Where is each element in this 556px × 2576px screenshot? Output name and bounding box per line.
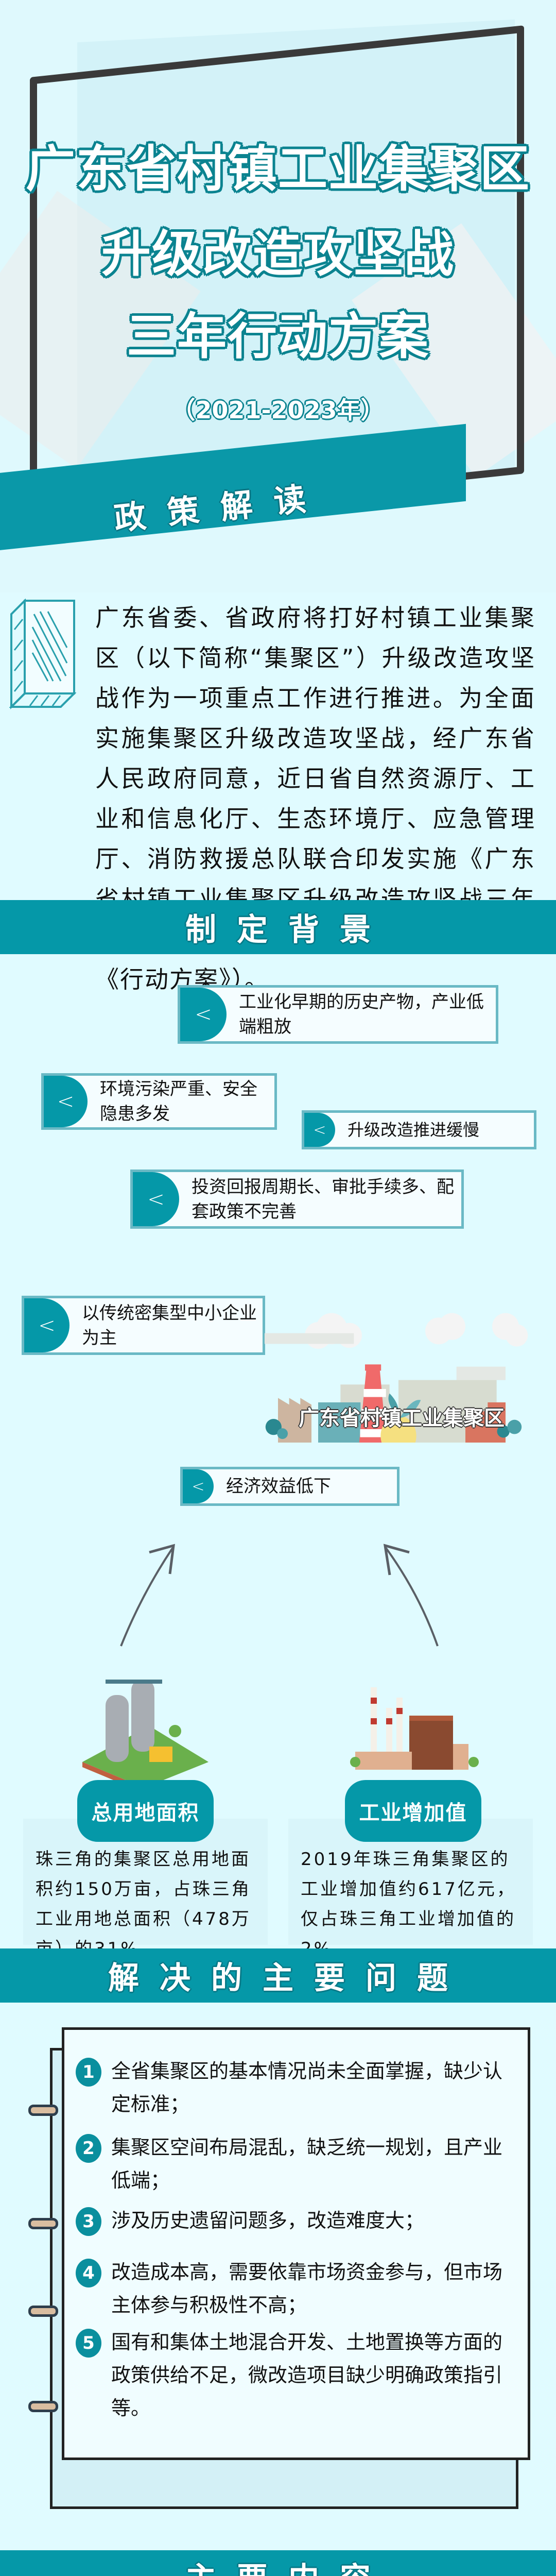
callout-card: < 经济效益低下 <box>180 1467 399 1506</box>
callout-text: 投资回报周期长、审批手续多、配套政策不完善 <box>192 1176 454 1222</box>
chevron-left-icon: < <box>304 1113 335 1147</box>
callout-card: < 环境污染严重、安全隐患多发 <box>41 1073 277 1130</box>
callout-text: 环境污染严重、安全隐患多发 <box>100 1079 257 1124</box>
problem-text: 改造成本高，需要依靠市场资金参与，但市场主体参与积极性不高； <box>111 2261 503 2316</box>
number-badge: 3 <box>76 2207 101 2236</box>
chevron-left-icon: < <box>44 1076 88 1127</box>
callout-card: < 以传统密集型中小企业为主 <box>22 1296 265 1355</box>
page-subtitle-years: （2021-2023年） <box>171 396 385 424</box>
section-title: 主要内容 <box>165 2554 391 2576</box>
callout-card: < 工业化早期的历史产物，产业低端粗放 <box>178 985 498 1044</box>
page-title-line-3: 三年行动方案 <box>127 308 429 365</box>
silo-factory-icon <box>82 1680 208 1783</box>
binder-ring-icon <box>28 2105 58 2116</box>
card-label-industry: 工业增加值 <box>345 1780 481 1842</box>
callout-text: 以传统密集型中小企业为主 <box>82 1302 257 1348</box>
binder-ring-icon <box>28 2401 58 2412</box>
problem-item: 2 集聚区空间布局混乱，缺乏统一规划，且产业低端； <box>76 2131 510 2197</box>
number-badge: 1 <box>76 2058 101 2087</box>
document-stack-icon <box>9 599 76 709</box>
page-title-line-1: 广东省村镇工业集聚区 <box>26 140 530 198</box>
problem-item: 5 国有和集体土地混合开发、土地置换等方面的政策供给不足，微改造项目缺少明确政策… <box>76 2326 510 2425</box>
callout-card: < 升级改造推进缓慢 <box>302 1110 536 1149</box>
chevron-left-icon: < <box>183 1469 214 1503</box>
number-badge: 5 <box>76 2329 101 2358</box>
number-badge: 4 <box>76 2259 101 2287</box>
illustration-caption: 广东省村镇工业集聚区 <box>299 1406 505 1430</box>
callout-text: 工业化早期的历史产物，产业低端粗放 <box>239 992 484 1037</box>
arrow-up-right-icon <box>120 1544 175 1647</box>
problem-text: 集聚区空间布局混乱，缺乏统一规划，且产业低端； <box>111 2136 503 2192</box>
problems-notebook <box>62 2027 530 2460</box>
problem-text: 全省集聚区的基本情况尚未全面掌握，缺少认定标准； <box>111 2060 503 2115</box>
problem-item: 1 全省集聚区的基本情况尚未全面掌握，缺少认定标准； <box>76 2055 510 2121</box>
binder-ring-icon <box>28 2218 58 2229</box>
callout-card: < 投资回报周期长、审批手续多、配套政策不完善 <box>130 1170 464 1229</box>
number-badge: 2 <box>76 2134 101 2163</box>
section-header-problems: 解决的主要问题 <box>0 1948 556 2003</box>
callout-text: 升级改造推进缓慢 <box>348 1120 480 1140</box>
chevron-left-icon: < <box>24 1298 70 1352</box>
chevron-left-icon: < <box>133 1172 179 1226</box>
callout-text: 经济效益低下 <box>226 1476 331 1497</box>
card-label-land: 总用地面积 <box>77 1780 214 1842</box>
problem-item: 4 改造成本高，需要依靠市场资金参与，但市场主体参与积极性不高； <box>76 2256 510 2321</box>
problem-item: 3 涉及历史遗留问题多，改造难度大； <box>76 2204 510 2237</box>
binder-ring-icon <box>28 2306 58 2317</box>
problem-text: 国有和集体土地混合开发、土地置换等方面的政策供给不足，微改造项目缺少明确政策指引… <box>111 2331 503 2419</box>
section-title: 解决的主要问题 <box>108 1960 468 1996</box>
section-header-background: 制定背景 <box>0 900 556 954</box>
section-header-content: 主要内容 <box>0 2550 556 2576</box>
factory-chimney-icon <box>350 1687 479 1770</box>
section-title: 制定背景 <box>185 912 391 948</box>
chevron-left-icon: < <box>180 988 227 1041</box>
problem-text: 涉及历史遗留问题多，改造难度大； <box>111 2209 425 2232</box>
industrial-town-illustration <box>265 1313 528 1443</box>
arrow-up-left-icon <box>383 1544 439 1647</box>
page-title-line-2: 升级改造攻坚战 <box>101 225 455 283</box>
